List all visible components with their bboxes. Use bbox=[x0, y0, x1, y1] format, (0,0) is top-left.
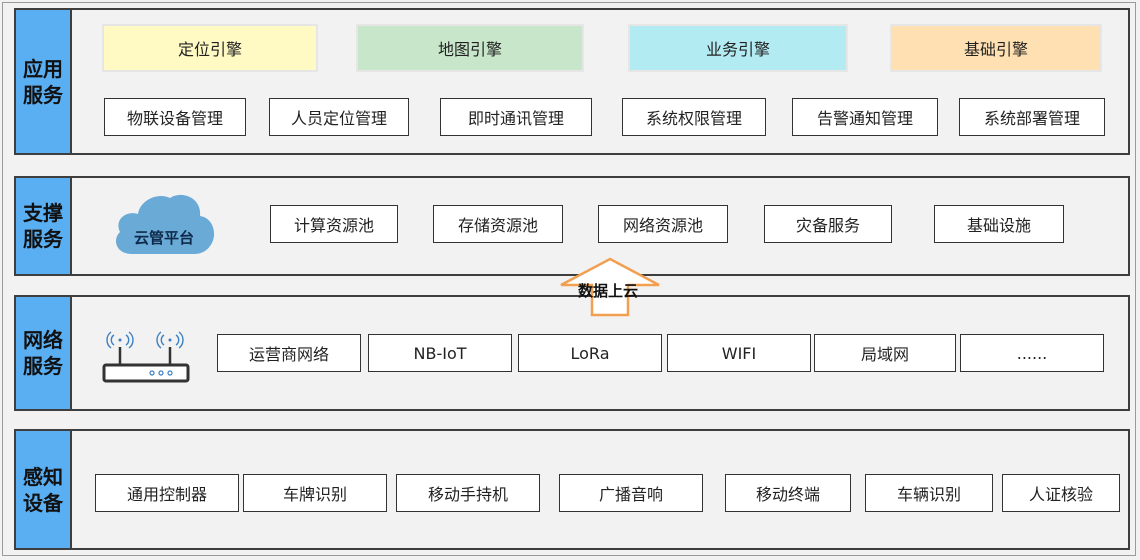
engine-business: 业务引擎 bbox=[628, 24, 848, 72]
layer-network: 网络 服务 运营商网络 NB-IoT LoRa WIFI 局域网 ...... bbox=[14, 295, 1130, 411]
device-mobile-terminal: 移动终端 bbox=[725, 474, 851, 512]
network-lora: LoRa bbox=[518, 334, 662, 372]
support-network-pool: 网络资源池 bbox=[598, 205, 728, 243]
network-carrier: 运营商网络 bbox=[217, 334, 361, 372]
upload-arrow-label: 数据上云 bbox=[578, 282, 638, 300]
engine-map: 地图引擎 bbox=[356, 24, 584, 72]
support-compute-pool: 计算资源池 bbox=[270, 205, 398, 243]
network-wifi: WIFI bbox=[667, 334, 811, 372]
module-permission-management: 系统权限管理 bbox=[622, 98, 766, 136]
layer-label-network: 网络 服务 bbox=[16, 297, 72, 409]
layer-devices: 感知 设备 通用控制器 车牌识别 移动手持机 广播音响 移动终端 车辆识别 人证… bbox=[14, 429, 1130, 550]
device-handheld: 移动手持机 bbox=[396, 474, 540, 512]
device-plate-recognition: 车牌识别 bbox=[243, 474, 387, 512]
network-nb-iot: NB-IoT bbox=[368, 334, 512, 372]
module-iot-device-management: 物联设备管理 bbox=[104, 98, 246, 136]
device-general-controller: 通用控制器 bbox=[95, 474, 239, 512]
device-id-verification: 人证核验 bbox=[1002, 474, 1120, 512]
module-deployment-management: 系统部署管理 bbox=[959, 98, 1105, 136]
module-alarm-notification-management: 告警通知管理 bbox=[792, 98, 938, 136]
support-storage-pool: 存储资源池 bbox=[433, 205, 563, 243]
module-instant-messaging-management: 即时通讯管理 bbox=[440, 98, 592, 136]
support-infrastructure: 基础设施 bbox=[934, 205, 1064, 243]
layer-label-devices: 感知 设备 bbox=[16, 431, 72, 548]
router-icon bbox=[102, 331, 190, 383]
device-broadcast-speaker: 广播音响 bbox=[559, 474, 703, 512]
engine-location: 定位引擎 bbox=[102, 24, 318, 72]
layer-label-application: 应用 服务 bbox=[16, 10, 72, 153]
support-disaster-recovery: 灾备服务 bbox=[764, 205, 892, 243]
upload-arrow-icon: 数据上云 bbox=[560, 257, 660, 317]
network-more: ...... bbox=[960, 334, 1104, 372]
device-vehicle-recognition: 车辆识别 bbox=[865, 474, 993, 512]
layer-label-support: 支撑 服务 bbox=[16, 178, 72, 274]
engine-base: 基础引擎 bbox=[890, 24, 1102, 72]
layer-application: 应用 服务 定位引擎 地图引擎 业务引擎 基础引擎 物联设备管理 人员定位管理 … bbox=[14, 8, 1130, 155]
module-personnel-location-management: 人员定位管理 bbox=[269, 98, 409, 136]
cloud-icon: 云管平台 bbox=[116, 194, 215, 254]
layer-support: 支撑 服务 云管平台 计算资源池 存储资源池 网络资源池 灾备服务 基础设施 bbox=[14, 176, 1130, 276]
cloud-label: 云管平台 bbox=[134, 229, 194, 247]
network-lan: 局域网 bbox=[814, 334, 956, 372]
